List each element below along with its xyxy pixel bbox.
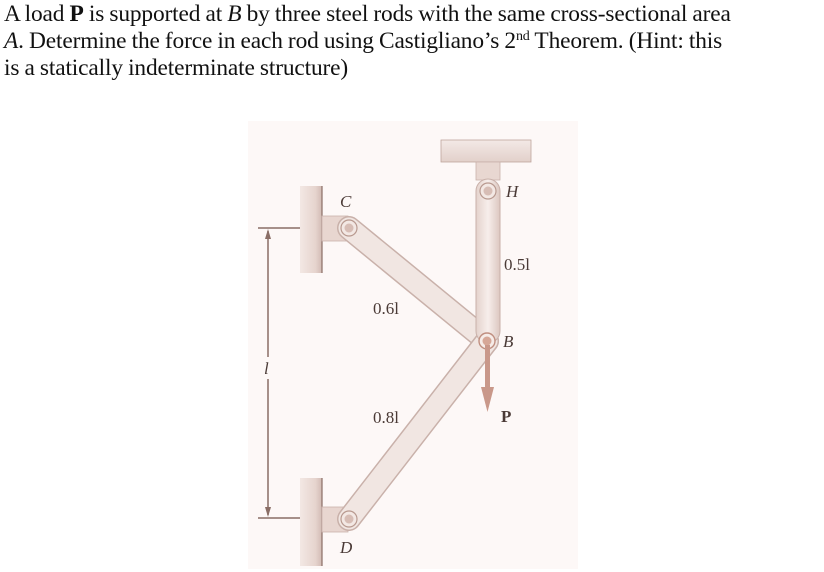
label-h: H [505, 182, 520, 201]
pin-b [478, 332, 496, 350]
rod-bh [475, 178, 501, 344]
problem-line-3: is a statically indeterminate structure) [4, 55, 349, 81]
point-symbol: B [227, 1, 242, 27]
label-b: B [503, 332, 514, 351]
ceiling-support [440, 139, 532, 181]
label-c: C [340, 192, 352, 211]
load-symbol: P [69, 1, 84, 27]
pin-h [479, 182, 497, 200]
area-symbol: A [4, 28, 19, 54]
label-rod-bh: 0.5l [504, 255, 530, 274]
diagram-svg: l [258, 139, 532, 566]
pin-d [340, 510, 358, 528]
problem-line-2: A. Determine the force in each rod using… [4, 28, 723, 54]
problem-line-1: A load P is supported at B by three stee… [4, 1, 731, 27]
problem-statement: A load P is supported at B by three stee… [4, 1, 824, 82]
rod-bc [337, 216, 499, 353]
label-p: P [501, 407, 511, 426]
label-rod-bc: 0.6l [373, 299, 399, 318]
label-rod-bd: 0.8l [373, 408, 399, 427]
rod-bd [337, 329, 499, 531]
label-d: D [339, 538, 353, 557]
load-arrow-p [481, 345, 494, 412]
pin-c [340, 219, 358, 237]
dimension-l: l [258, 227, 300, 519]
dimension-label-l: l [264, 359, 269, 378]
structure-diagram: l [248, 121, 578, 569]
